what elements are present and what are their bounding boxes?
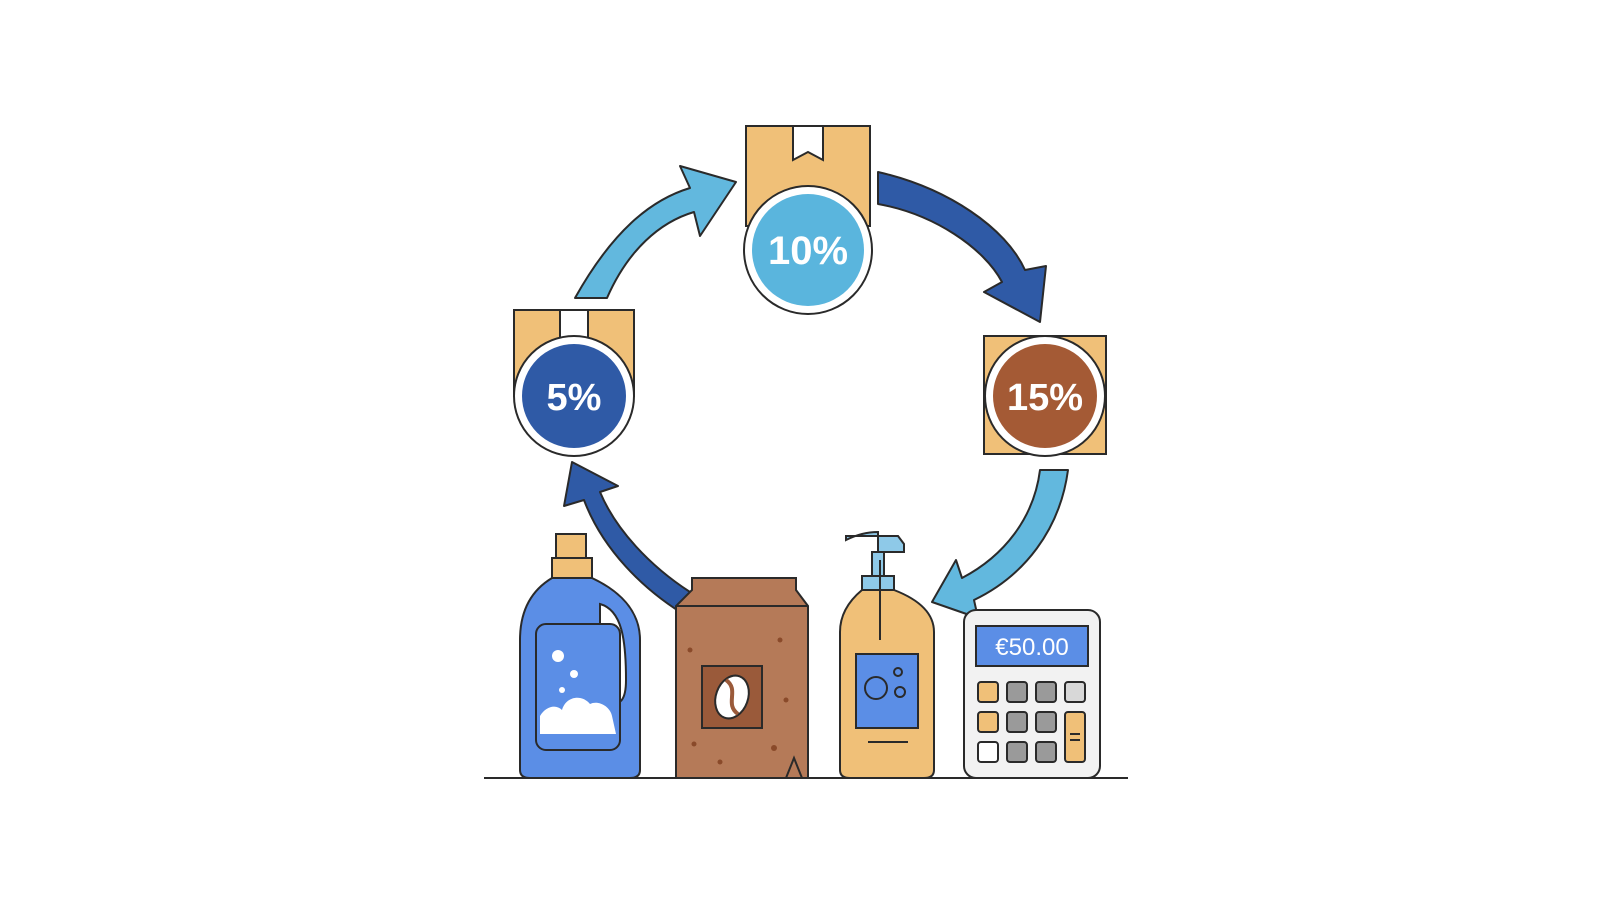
- cycle-arrows: [563, 165, 1069, 619]
- package-tape-icon: [792, 125, 824, 162]
- calculator-display-value: €50.00: [995, 634, 1068, 661]
- arrow-right-to-bottom: [931, 469, 1069, 619]
- arrow-left-to-top: [574, 165, 737, 299]
- calculator-icon: €50.00: [963, 609, 1101, 779]
- discount-label-10: 10%: [768, 229, 848, 273]
- detergent-bottle-icon: [519, 533, 641, 779]
- soap-dispenser-icon: [839, 530, 935, 779]
- discount-badge-15-fill: [993, 344, 1097, 448]
- tier-right: 15%: [983, 335, 1107, 457]
- arrow-bottom-to-left: [563, 461, 691, 619]
- arrow-top-to-right: [877, 171, 1047, 323]
- discount-badge-5-fill: [522, 344, 626, 448]
- tier-left: 5%: [513, 309, 635, 457]
- coffee-bag-icon: [675, 577, 809, 779]
- calculator-display: [975, 625, 1089, 667]
- tier-top: 10%: [743, 125, 873, 315]
- discount-badge-10-fill: [752, 194, 864, 306]
- discount-label-5: 5%: [547, 377, 602, 419]
- discount-label-15: 15%: [1007, 377, 1083, 419]
